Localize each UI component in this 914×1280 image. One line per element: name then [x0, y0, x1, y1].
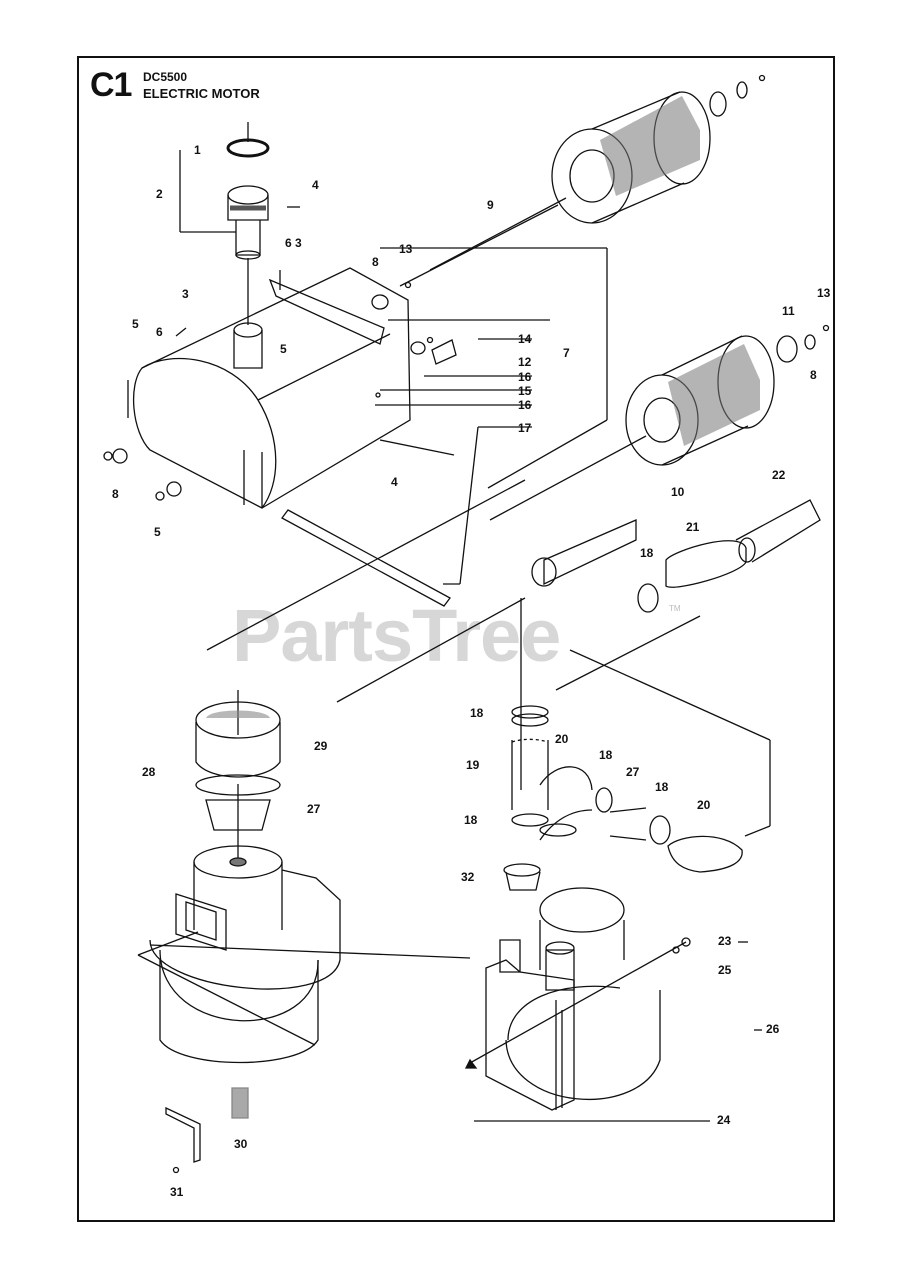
callout-8: 8 [372, 255, 379, 269]
callout-18c: 18 [599, 748, 613, 762]
flat-rail [281, 509, 451, 607]
tank-body [103, 267, 457, 509]
callout-20b: 20 [697, 798, 711, 812]
callout-25: 25 [718, 963, 732, 977]
callout-16: 16 [518, 370, 532, 384]
callout-30: 30 [234, 1137, 248, 1151]
callout-7: 7 [563, 346, 570, 360]
callout-32: 32 [461, 870, 475, 884]
callout-21: 21 [686, 520, 700, 534]
callout-18e: 18 [464, 813, 478, 827]
callout-22: 22 [772, 468, 786, 482]
callout-8b: 8 [810, 368, 817, 382]
callout-8c: 8 [112, 487, 119, 501]
callout-12: 12 [518, 355, 532, 369]
callout-4b: 4 [391, 475, 398, 489]
callout-5: 5 [132, 317, 139, 331]
lower-filter-cartridge [489, 324, 830, 521]
callout-5b: 5 [280, 342, 287, 356]
callout-18d: 18 [655, 780, 669, 794]
callout-6-3: 6 3 [285, 236, 302, 250]
callout-20: 20 [555, 732, 569, 746]
callout-29: 29 [314, 739, 328, 753]
callout-2: 2 [156, 187, 163, 201]
callout-23: 23 [718, 934, 732, 948]
callout-24: 24 [717, 1113, 731, 1127]
leader-lines [137, 122, 771, 1122]
callout-28: 28 [142, 765, 156, 779]
callout-31: 31 [170, 1185, 184, 1199]
callout-27b: 27 [307, 802, 321, 816]
bracket-hardware [165, 1087, 249, 1174]
callout-18: 18 [640, 546, 654, 560]
callout-3: 3 [182, 287, 189, 301]
callout-17: 17 [518, 421, 532, 435]
callout-26: 26 [766, 1022, 780, 1036]
callout-14: 14 [518, 332, 532, 346]
callout-27: 27 [626, 765, 640, 779]
callout-4: 4 [312, 178, 319, 192]
callout-15: 15 [518, 384, 532, 398]
callout-16b: 16 [518, 398, 532, 412]
callout-19: 19 [466, 758, 480, 772]
motor-assembly [149, 701, 341, 1064]
callout-10: 10 [671, 485, 685, 499]
section-code: C1 [90, 66, 132, 104]
callout-13: 13 [399, 242, 413, 256]
callout-18b: 18 [470, 706, 484, 720]
diagram-frame [77, 56, 835, 1222]
callout-1: 1 [194, 143, 201, 157]
upper-filter-cartridge [429, 74, 766, 271]
callout-13b: 13 [817, 286, 831, 300]
callout-6: 6 [156, 325, 163, 339]
inlet-fitting [226, 138, 270, 325]
callout-5c: 5 [154, 525, 161, 539]
callout-9: 9 [487, 198, 494, 212]
watermark-trademark: TM [669, 604, 681, 613]
blower-assembly [464, 499, 821, 1111]
model-number: DC5500 [143, 70, 188, 84]
callout-11: 11 [782, 304, 795, 318]
section-title: ELECTRIC MOTOR [143, 86, 260, 101]
